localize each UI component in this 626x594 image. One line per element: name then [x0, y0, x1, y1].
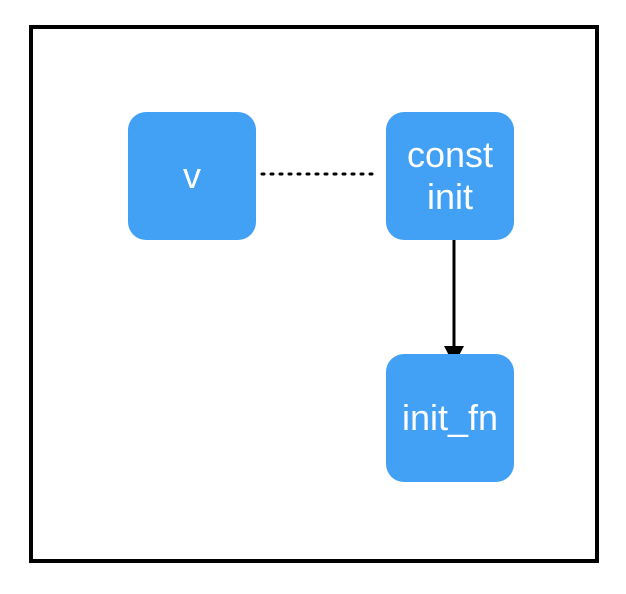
node-v-label: v [183, 155, 201, 196]
node-const-init-label: const init [406, 134, 494, 217]
node-const-init[interactable]: const init [386, 112, 514, 240]
node-v[interactable]: v [128, 112, 256, 240]
node-init-fn-label: init_fn [401, 397, 499, 438]
diagram-frame [29, 25, 599, 563]
node-init-fn[interactable]: init_fn [386, 354, 514, 482]
